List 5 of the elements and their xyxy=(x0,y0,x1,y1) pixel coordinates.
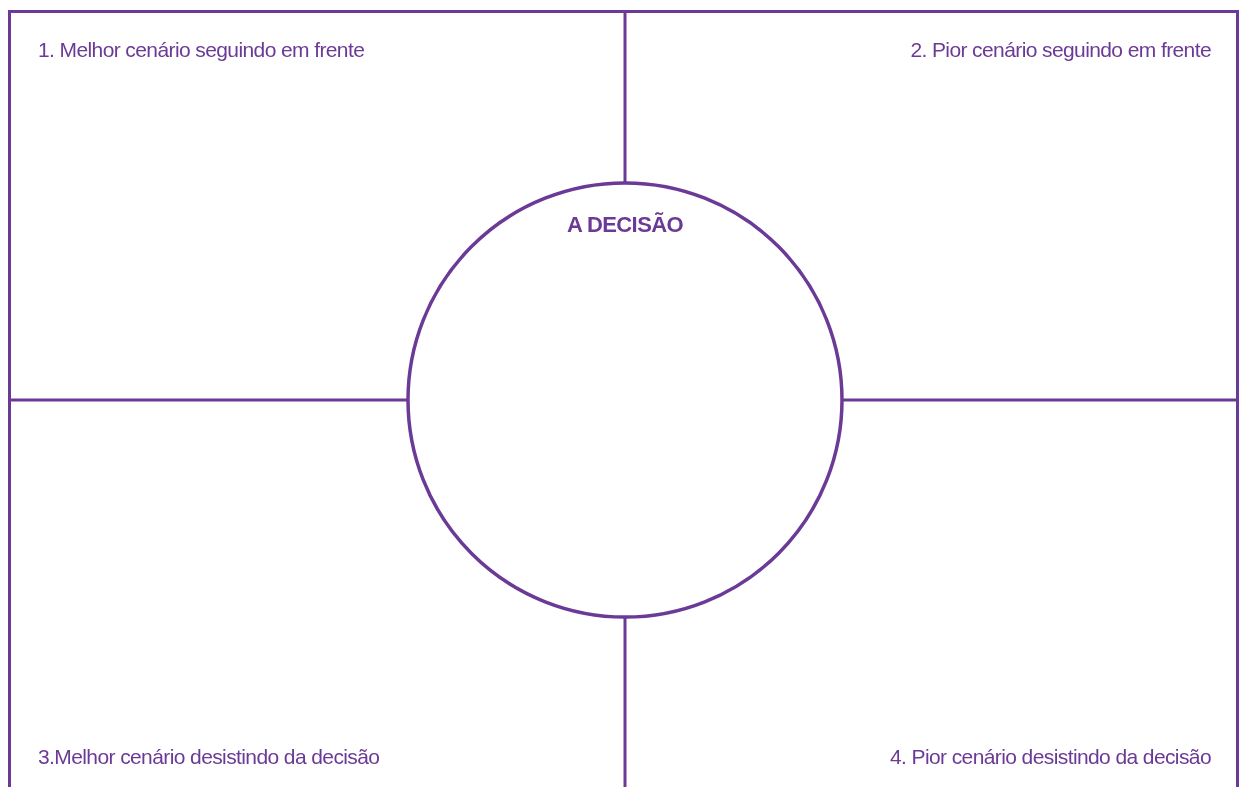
quadrant-heading: 3.Melhor cenário desistindo da decisão xyxy=(38,745,380,769)
quadrant-heading: 2. Pior cenário seguindo em frente xyxy=(910,38,1211,62)
quadrant-heading: 1. Melhor cenário seguindo em frente xyxy=(38,38,365,62)
quadrant-heading: 4. Pior cenário desistindo da decisão xyxy=(890,745,1211,769)
circle-title: A DECISÃO xyxy=(566,212,684,238)
